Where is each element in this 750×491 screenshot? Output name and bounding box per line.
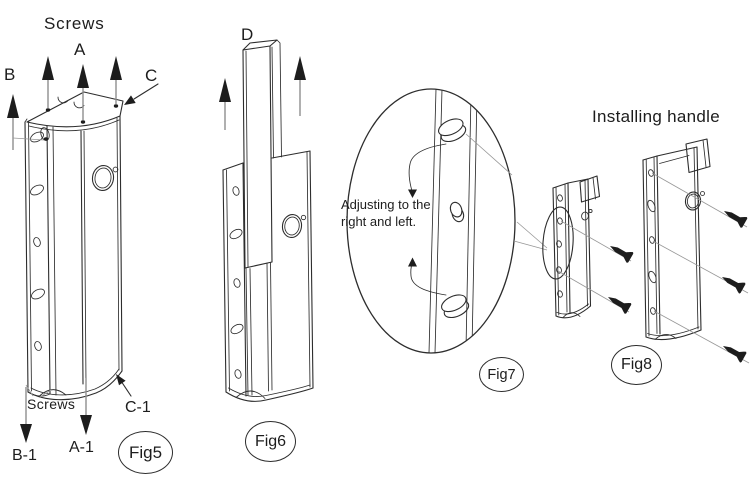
- slide-up-right-arrow-icon: [294, 56, 306, 116]
- top-slot-hole: [438, 118, 467, 143]
- small-bracket: [542, 175, 601, 319]
- adjust-holes-highlight-ellipse: [542, 206, 574, 280]
- fig5-handle-drawing: [7, 56, 159, 443]
- middle-hole: [449, 201, 465, 223]
- fig5-screw-c1-label: C-1: [125, 399, 151, 416]
- adjust-down-curved-arrow-icon: [408, 143, 447, 198]
- fig8-install-drawing: [542, 138, 750, 364]
- fig5-screws-top-label: Screws: [44, 14, 105, 33]
- fig6-badge-text: Fig6: [254, 432, 287, 450]
- fig8-installing-handle-title: Installing handle: [592, 107, 720, 126]
- fig7-badge-text: Fig7: [487, 366, 516, 383]
- large-bracket: [642, 138, 711, 341]
- screw-c1-pointer-arrow-icon: [116, 374, 132, 397]
- fig5-badge-text: Fig5: [128, 442, 163, 462]
- fig5-screw-a-label: A: [74, 40, 86, 59]
- fig6-slide-rail-drawing: [219, 39, 314, 402]
- slide-up-left-arrow-icon: [219, 78, 231, 130]
- screw-b1-down-arrow-icon: [20, 387, 32, 443]
- fig7-adjusting-note-line2: right and left.: [341, 213, 417, 229]
- fig7-magnifier-drawing: [346, 88, 548, 354]
- fig5-screws-bottom-label: Screws: [27, 396, 76, 412]
- fig7-adjusting-note: Adjusting to the right and left.: [341, 197, 453, 230]
- screw-icon: [718, 271, 746, 295]
- fig5-screw-c-label: C: [145, 66, 158, 85]
- screw-right-up-arrow-icon: [110, 56, 122, 104]
- adjust-up-curved-arrow-icon: [408, 257, 447, 296]
- fig7-badge: Fig7: [479, 357, 524, 392]
- screw-b-up-arrow-icon: [7, 94, 45, 150]
- fig5-screw-a1-label: A-1: [69, 439, 94, 456]
- fig6-part-d-label: D: [241, 25, 254, 44]
- fig8-badge: Fig8: [611, 345, 662, 385]
- fig8-badge-text: Fig8: [620, 356, 653, 373]
- screw-c-pointer-arrow-icon: [124, 83, 159, 105]
- screw-left-up-arrow-icon: [42, 56, 54, 108]
- fig5-screw-b-label: B: [4, 65, 16, 84]
- bottom-slot-hole: [441, 294, 470, 319]
- fig7-adjusting-note-line1: Adjusting to the: [341, 197, 431, 212]
- fig6-badge: Fig6: [245, 421, 296, 462]
- screw-a1-down-arrow-icon: [80, 378, 92, 435]
- fig5-badge: Fig5: [118, 431, 173, 474]
- screw-a-up-arrow-icon: [77, 64, 89, 120]
- fig5-screw-b1-label: B-1: [12, 447, 37, 464]
